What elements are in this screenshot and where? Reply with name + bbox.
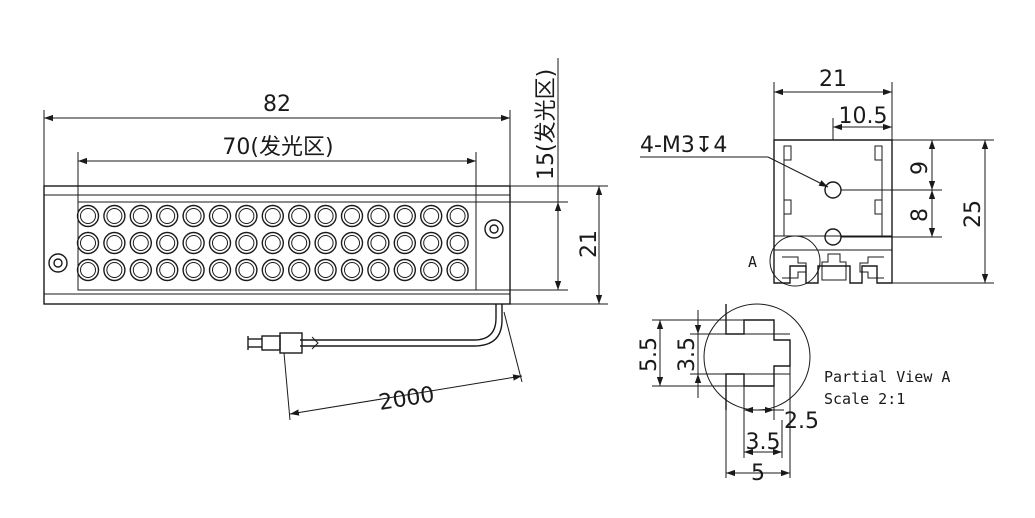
led <box>367 258 390 282</box>
dimension-21-height: 21 <box>577 230 602 258</box>
connector <box>247 332 303 354</box>
led <box>420 204 443 228</box>
dimension-70-emitting: 70(发光区) <box>222 135 333 160</box>
led <box>76 204 100 228</box>
dimension-2000-cable: 2000 <box>377 382 436 415</box>
led <box>288 204 311 228</box>
led-grid <box>76 204 469 282</box>
dimension-10-5: 10.5 <box>839 104 888 129</box>
detail-dimension-3-5-width: 3.5 <box>746 430 781 455</box>
led <box>288 231 311 255</box>
led <box>340 258 364 282</box>
led <box>340 231 364 255</box>
detail-title: Partial View A <box>824 368 950 386</box>
led <box>208 258 232 282</box>
led <box>393 204 416 228</box>
detail-dimension-5-5: 5.5 <box>637 337 662 372</box>
detail-a-marker <box>769 235 821 287</box>
detail-a-label: A <box>748 253 757 271</box>
led <box>261 231 284 255</box>
led <box>155 231 179 255</box>
led <box>261 204 284 228</box>
detail-view-a: 5.5 3.5 2.5 3.5 5 Partial View A Scale 2… <box>637 303 950 486</box>
threaded-hole-upper <box>824 181 842 199</box>
detail-slot-profile <box>725 304 791 410</box>
detail-dimension-3-5-height: 3.5 <box>675 337 700 372</box>
led <box>340 204 364 228</box>
led <box>367 231 390 255</box>
led <box>103 231 126 255</box>
led <box>235 231 258 255</box>
dimension-25: 25 <box>961 200 986 228</box>
led <box>103 204 126 228</box>
dimension-9: 9 <box>908 161 933 175</box>
led <box>155 258 179 282</box>
led <box>129 258 153 282</box>
mounting-screw-left <box>48 253 68 273</box>
led <box>208 204 232 228</box>
led <box>76 231 100 255</box>
dimension-8: 8 <box>908 208 933 222</box>
led <box>208 231 232 255</box>
led <box>420 258 443 282</box>
led <box>314 204 337 228</box>
led <box>235 258 258 282</box>
led <box>393 231 416 255</box>
led <box>182 231 205 255</box>
led <box>103 258 126 282</box>
led <box>235 204 258 228</box>
led <box>446 204 469 228</box>
dimension-15-emitting: 15(发光区) <box>534 69 559 180</box>
detail-dimension-2-5: 2.5 <box>784 409 819 434</box>
led <box>288 258 311 282</box>
led <box>182 258 205 282</box>
led <box>420 231 443 255</box>
detail-dimension-5: 5 <box>751 461 765 486</box>
led <box>446 258 469 282</box>
hole-callout-4-m3: 4-M3↧4 <box>640 133 727 158</box>
led <box>314 231 337 255</box>
led <box>182 204 205 228</box>
led <box>76 258 100 282</box>
mounting-screw-right <box>484 219 504 239</box>
led <box>155 204 179 228</box>
led <box>261 258 284 282</box>
led <box>393 258 416 282</box>
side-view: A 21 10.5 4-M3↧4 9 8 25 <box>640 67 994 287</box>
threaded-hole-lower <box>824 228 842 246</box>
front-view: 82 70(发光区) 15(发光区) 21 <box>43 58 608 421</box>
light-bar-housing <box>43 185 511 305</box>
led <box>129 204 153 228</box>
dimension-21-width: 21 <box>819 67 847 92</box>
detail-scale: Scale 2:1 <box>824 390 905 408</box>
dimension-82: 82 <box>263 92 291 117</box>
led <box>314 258 337 282</box>
led <box>446 231 469 255</box>
led <box>367 204 390 228</box>
profile-body <box>773 139 893 284</box>
led <box>129 231 153 255</box>
cable <box>300 304 503 350</box>
